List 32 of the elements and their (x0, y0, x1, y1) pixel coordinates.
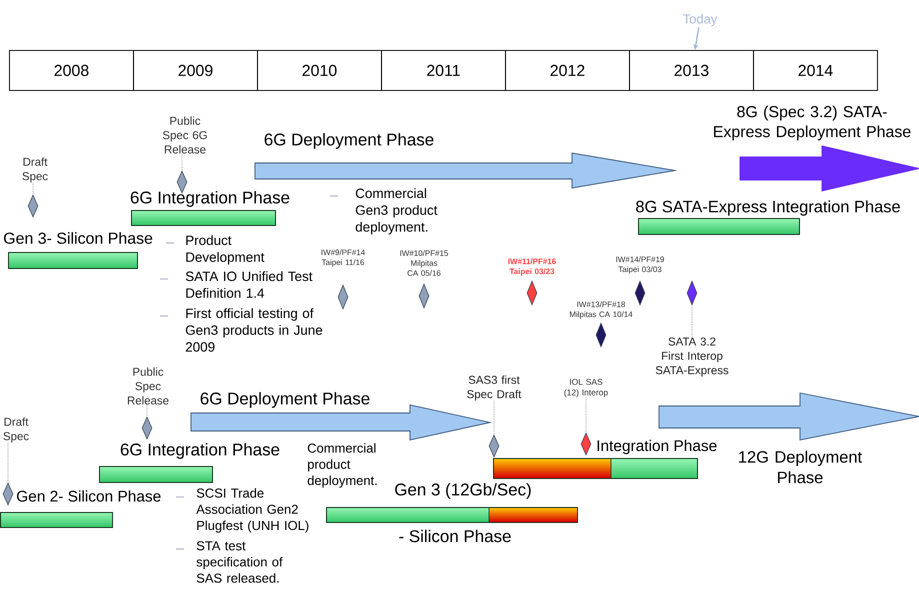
milestone-label: SAS3 first Spec Draft (467, 376, 522, 400)
year-cell: 2014 (753, 50, 878, 91)
phase-label: 6G Deployment Phase (264, 133, 434, 149)
milestone-label: Public Spec 6G Release (162, 116, 207, 154)
phase-label: Integration Phase (598, 440, 717, 454)
phase-label: Gen 3- Silicon Phase (4, 232, 152, 244)
phase-label: - Silicon Phase (399, 530, 511, 542)
today-label: Today (683, 14, 718, 26)
year-cell: 2012 (505, 50, 630, 91)
milestone-label: SATA 3.2 First Interop SATA-Express (656, 337, 728, 376)
year-cell: 2009 (133, 50, 258, 91)
phase-label: 6G Integration Phase (120, 443, 280, 459)
year-cell: 2013 (629, 50, 754, 91)
phase-label: 8G (Spec 3.2) SATA-Express Deployment Phase (714, 106, 910, 140)
bullet-text: Commercial product deployment. (308, 443, 377, 488)
phase-label: 6G Integration Phase (130, 191, 290, 207)
bullet-text: SCSI Trade Association Gen2 Plugfest (UNH IOL) (196, 488, 308, 533)
phase-label: 8G SATA-Express Integration Phase (636, 200, 900, 216)
milestone-label: Draft Spec (22, 158, 48, 182)
bullet-text: SATA IO Unified Test Definition 1.4 (186, 271, 312, 298)
milestone-label: IOL SAS (12) Interop (564, 378, 608, 398)
phase-label: 12G Deployment Phase (739, 450, 862, 484)
milestone-label: Public Spec Release (128, 367, 168, 405)
bullet-text: First official testing of Gen3 products in June 2009 (186, 308, 322, 352)
year-cell: 2011 (381, 50, 506, 91)
year-cell: 2010 (257, 50, 382, 91)
phase-label: 6G Deployment Phase (200, 392, 370, 408)
phase-label: Gen 2- Silicon Phase (17, 490, 161, 502)
year-cell: 2008 (9, 50, 134, 91)
milestone-label: Draft Spec (3, 418, 29, 442)
bullet-text: STA test specification of SAS released. (196, 541, 283, 583)
phase-label: Gen 3 (12Gb/Sec) (395, 483, 531, 499)
